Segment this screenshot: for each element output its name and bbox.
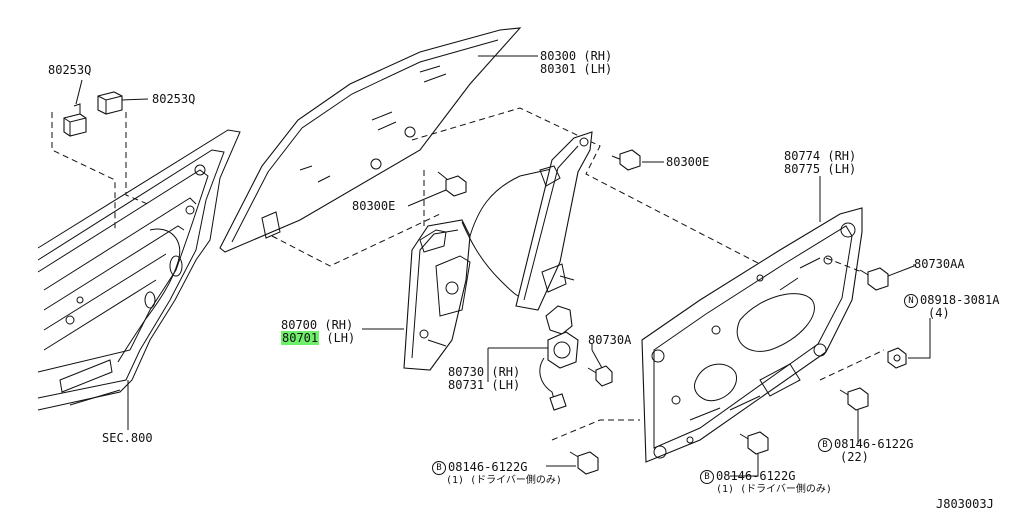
label-bolt-b3-code: 08146-6122G <box>448 460 528 474</box>
dash-clip-right <box>125 112 151 206</box>
label-motor-rh: 80730 (RH) <box>448 365 521 379</box>
screw-80730a <box>587 365 613 387</box>
bolt-80300e-right <box>611 149 641 171</box>
label-bolt-b2-note: (1) (ドライバー側のみ) <box>716 484 832 495</box>
label-clip-right: 80253Q <box>152 92 196 106</box>
bolt-b-center <box>739 431 769 455</box>
leader-80730aa <box>887 264 915 277</box>
label-diagram-id: J803003J <box>936 497 994 511</box>
bolt-b2-symbol: B <box>700 470 714 484</box>
bolt-80730aa <box>859 267 889 291</box>
clip-part-right <box>97 91 123 115</box>
label-nut-code: 08918-3081A <box>920 293 1000 307</box>
label-bolt-b2-code: 08146-6122G <box>716 469 796 483</box>
leader-80730a <box>591 344 603 369</box>
label-clip-top: 80253Q <box>48 63 92 77</box>
bolt-b1-symbol: B <box>818 438 832 452</box>
label-nut-qty: (4) <box>928 306 950 320</box>
window-regulator <box>403 131 593 371</box>
nut-symbol: N <box>904 294 918 308</box>
door-shell <box>37 129 241 411</box>
leader-nut <box>908 318 931 359</box>
label-glass-rh: 80300 (RH) <box>540 49 613 63</box>
dash-b-left <box>551 419 640 441</box>
dash-nut <box>819 349 885 381</box>
bolt-80300e-left <box>437 171 467 197</box>
label-motor-lh: 80731 (LH) <box>448 378 521 392</box>
bolt-b3-symbol: B <box>432 461 446 475</box>
label-bolt-b1-qty: (22) <box>840 450 869 464</box>
leader-b-center <box>730 454 759 477</box>
dash-glass-upper <box>411 107 811 291</box>
bolt-b-left <box>569 451 599 475</box>
label-bolt-left: 80300E <box>352 199 396 213</box>
highlighted-part-number: 80701 <box>281 331 320 345</box>
label-screw-motor: 80730A <box>588 333 632 347</box>
bolt-b-22 <box>839 387 869 411</box>
label-regulator-lh: 80701 (LH) <box>281 331 356 345</box>
nut-08918 <box>887 347 907 369</box>
window-motor <box>539 305 579 411</box>
clip-part-left <box>63 103 87 137</box>
label-bolt-b1-code: 08146-6122G <box>834 437 914 451</box>
door-module-panel <box>641 207 863 463</box>
leader-clip-right <box>121 98 149 101</box>
label-glass-lh: 80301 (LH) <box>540 62 613 76</box>
leader-clip-top <box>75 79 83 105</box>
label-panel-rh: 80774 (RH) <box>784 149 857 163</box>
label-bolt-b3-note: (1) (ドライバー側のみ) <box>446 475 562 486</box>
label-bolt-right: 80300E <box>666 155 710 169</box>
dash-80730aa <box>825 257 863 273</box>
label-section: SEC.800 <box>102 431 153 445</box>
leader-motor <box>487 347 548 382</box>
label-regulator-rh: 80700 (RH) <box>281 318 354 332</box>
dash-glass-lower <box>271 213 441 267</box>
window-glass <box>219 27 522 253</box>
label-bolt-panel: 80730AA <box>914 257 965 271</box>
leader-bolt-left <box>407 189 447 207</box>
label-panel-lh: 80775 (LH) <box>784 162 857 176</box>
label-regulator-lh-suffix: (LH) <box>319 331 356 345</box>
dash-clip-left <box>51 112 116 232</box>
